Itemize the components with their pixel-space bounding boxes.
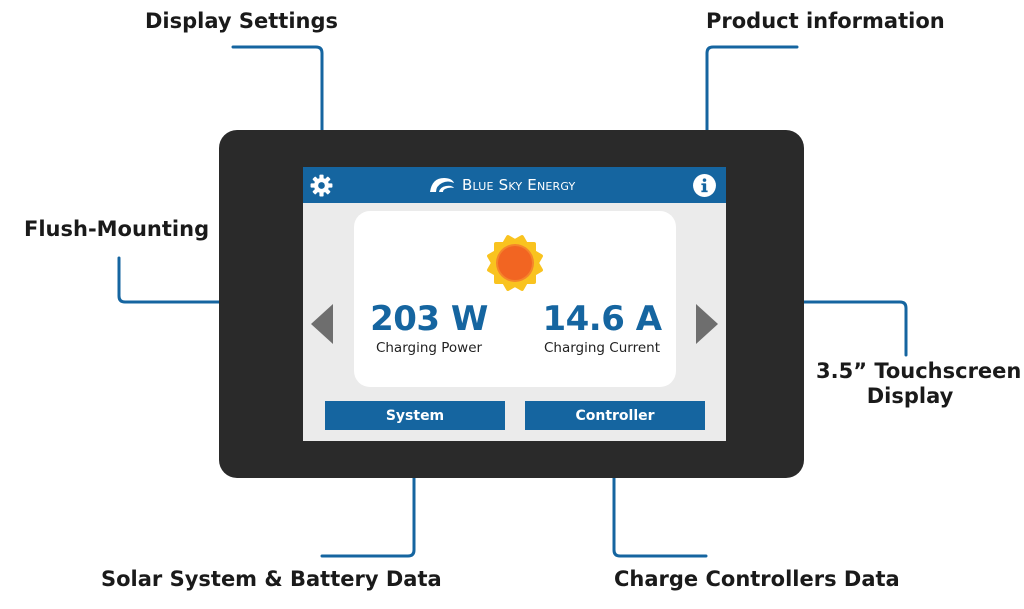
callout-flush-mounting: Flush-Mounting <box>24 217 210 241</box>
charging-summary-card: 203 W Charging Power 14.6 A Charging Cur… <box>354 211 676 387</box>
sun-icon <box>487 235 543 291</box>
arrow-right-icon[interactable] <box>696 304 718 344</box>
arrow-left-icon[interactable] <box>311 304 333 344</box>
charging-power-value: 203 W <box>370 299 488 339</box>
top-bar: Blue Sky Energy <box>303 167 726 203</box>
leader-display-settings <box>231 45 324 169</box>
callout-solar-battery-data: Solar System & Battery Data <box>101 567 442 591</box>
callout-charge-controllers-data: Charge Controllers Data <box>614 567 900 591</box>
leader-flush-mounting <box>117 256 260 304</box>
leader-product-information <box>705 45 799 169</box>
charging-current-metric: 14.6 A Charging Current <box>522 299 682 357</box>
callout-touchscreen-line2: Display <box>866 384 954 409</box>
charging-current-label: Charging Current <box>543 340 660 357</box>
callout-touchscreen-line1: 3.5” Touchscreen <box>816 359 1022 383</box>
charging-power-label: Charging Power <box>375 340 483 357</box>
controller-button[interactable]: Controller <box>525 401 705 430</box>
leader-charge-controllers <box>612 428 708 558</box>
brand-logo: Blue Sky Energy <box>428 173 575 197</box>
leader-touchscreen <box>766 300 908 357</box>
charging-power-metric: 203 W Charging Power <box>349 299 509 357</box>
charging-current-value: 14.6 A <box>542 299 662 339</box>
wave-logo-icon <box>430 178 454 192</box>
leader-solar-battery <box>320 428 416 558</box>
system-button[interactable]: System <box>325 401 505 430</box>
gear-icon[interactable] <box>309 173 334 198</box>
touchscreen-display: Blue Sky Energy 203 W Charging Power <box>303 167 726 441</box>
callout-display-settings: Display Settings <box>145 9 339 33</box>
callout-touchscreen: 3.5” Touchscreen Display <box>816 359 1022 409</box>
callout-product-information: Product information <box>706 9 945 33</box>
brand-name: Blue Sky Energy <box>462 176 576 194</box>
info-icon[interactable] <box>692 173 717 198</box>
